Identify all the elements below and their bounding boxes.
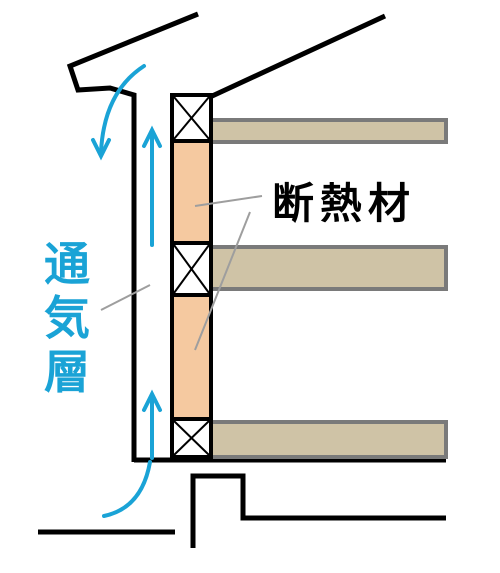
arrow-up-lower-head: [142, 389, 162, 412]
arrow-exhaust-head: [91, 138, 111, 161]
airflow-arrows: [91, 64, 162, 518]
arrow-up-middle-head: [142, 125, 162, 148]
leader-line-insulation-lower: [194, 211, 251, 351]
arrow-exhaust-curve: [99, 64, 146, 154]
air-layer-label-char-3: 層: [44, 345, 90, 399]
insulation-label: 断熱材: [272, 179, 416, 228]
arrow-intake-curve: [102, 460, 152, 518]
air-layer-label-char-1: 通: [44, 237, 90, 291]
insulation-panel-lower: [172, 295, 211, 419]
roof-slope-line: [208, 13, 387, 100]
joist-top: [209, 118, 448, 144]
insulation-panel-upper: [172, 143, 211, 243]
leader-line-insulation-upper: [194, 195, 263, 207]
stud-top: [170, 93, 213, 143]
stud-middle: [170, 241, 213, 297]
foundation-line: [190, 473, 446, 548]
air-layer-label-char-2: 気: [44, 291, 90, 345]
leader-line-air-layer: [100, 284, 151, 311]
joist-bottom: [209, 420, 448, 459]
joist-middle: [209, 245, 448, 291]
roof-eave-line: [66, 11, 199, 462]
stud-bottom: [170, 417, 213, 459]
